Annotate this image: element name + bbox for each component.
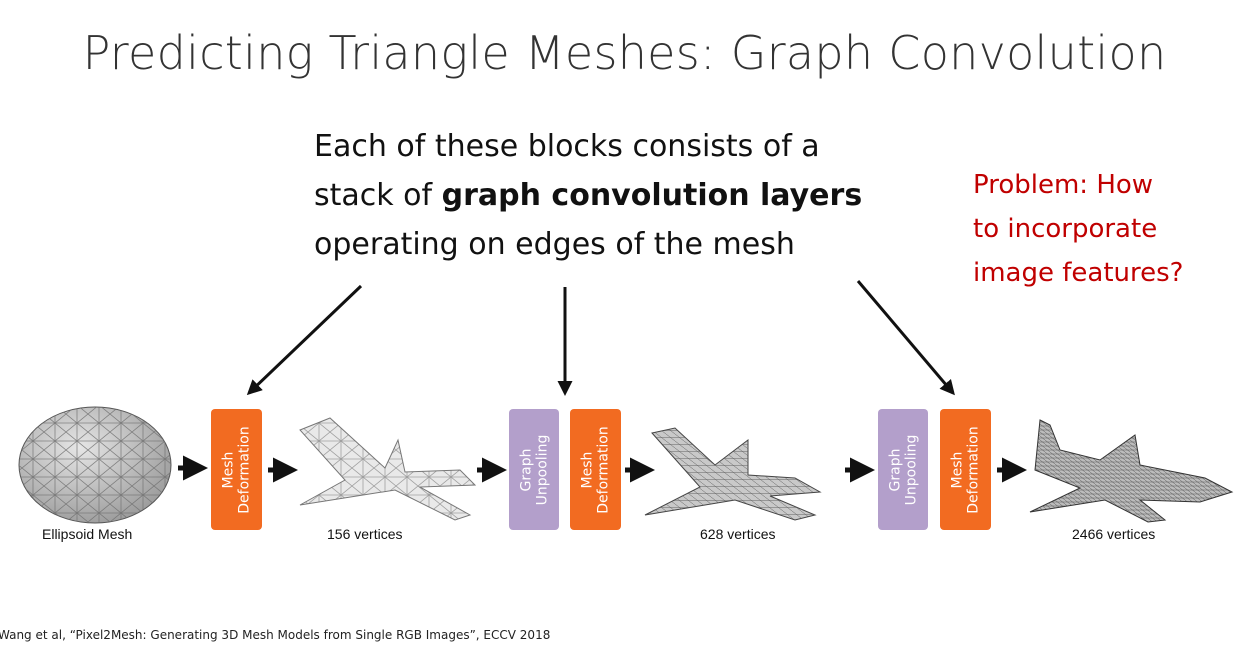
callout-line-2-bold: graph convolution layers	[441, 178, 863, 213]
callout-line-1: Each of these blocks consists of a	[314, 129, 820, 164]
mesh-deformation-label: Mesh Deformation	[949, 425, 982, 514]
pointer-arrow-left	[246, 284, 363, 396]
mesh-deformation-label: Mesh Deformation	[579, 425, 612, 514]
citation: Wang et al, “Pixel2Mesh: Generating 3D M…	[0, 628, 551, 642]
ellipsoid-mesh-image	[18, 406, 172, 524]
graph-unpooling-label: Graph Unpooling	[518, 434, 550, 505]
callout-line-2: stack of graph convolution layers	[314, 171, 862, 220]
mesh-628-image	[644, 427, 822, 521]
graph-unpooling-block-1: Graph Unpooling	[509, 409, 559, 530]
mesh-2466-image	[1029, 419, 1234, 523]
mesh-156-label: 156 vertices	[327, 526, 403, 542]
mesh-628-label: 628 vertices	[700, 526, 776, 542]
callout-text: Each of these blocks consists of a stack…	[314, 122, 862, 269]
graph-unpooling-block-2: Graph Unpooling	[878, 409, 928, 530]
slide-title: Predicting Triangle Meshes: Graph Convol…	[82, 26, 1167, 80]
mesh-deformation-block-3: Mesh Deformation	[940, 409, 991, 530]
mesh-deformation-block-2: Mesh Deformation	[570, 409, 621, 530]
problem-text: Problem: How to incorporate image featur…	[973, 163, 1183, 295]
problem-line-2: to incorporate	[973, 214, 1158, 244]
callout-line-3: operating on edges of the mesh	[314, 227, 795, 262]
callout-line-2-prefix: stack of	[314, 178, 442, 213]
pointer-arrow-right	[856, 280, 955, 396]
mesh-2466-label: 2466 vertices	[1072, 526, 1156, 542]
mesh-156-image	[299, 417, 477, 521]
graph-unpooling-label: Graph Unpooling	[887, 434, 919, 505]
mesh-deformation-block-1: Mesh Deformation	[211, 409, 262, 530]
problem-line-1: Problem: How	[973, 170, 1154, 200]
ellipsoid-mesh-label: Ellipsoid Mesh	[42, 526, 133, 542]
problem-line-3: image features?	[973, 258, 1184, 288]
mesh-deformation-label: Mesh Deformation	[220, 425, 253, 514]
